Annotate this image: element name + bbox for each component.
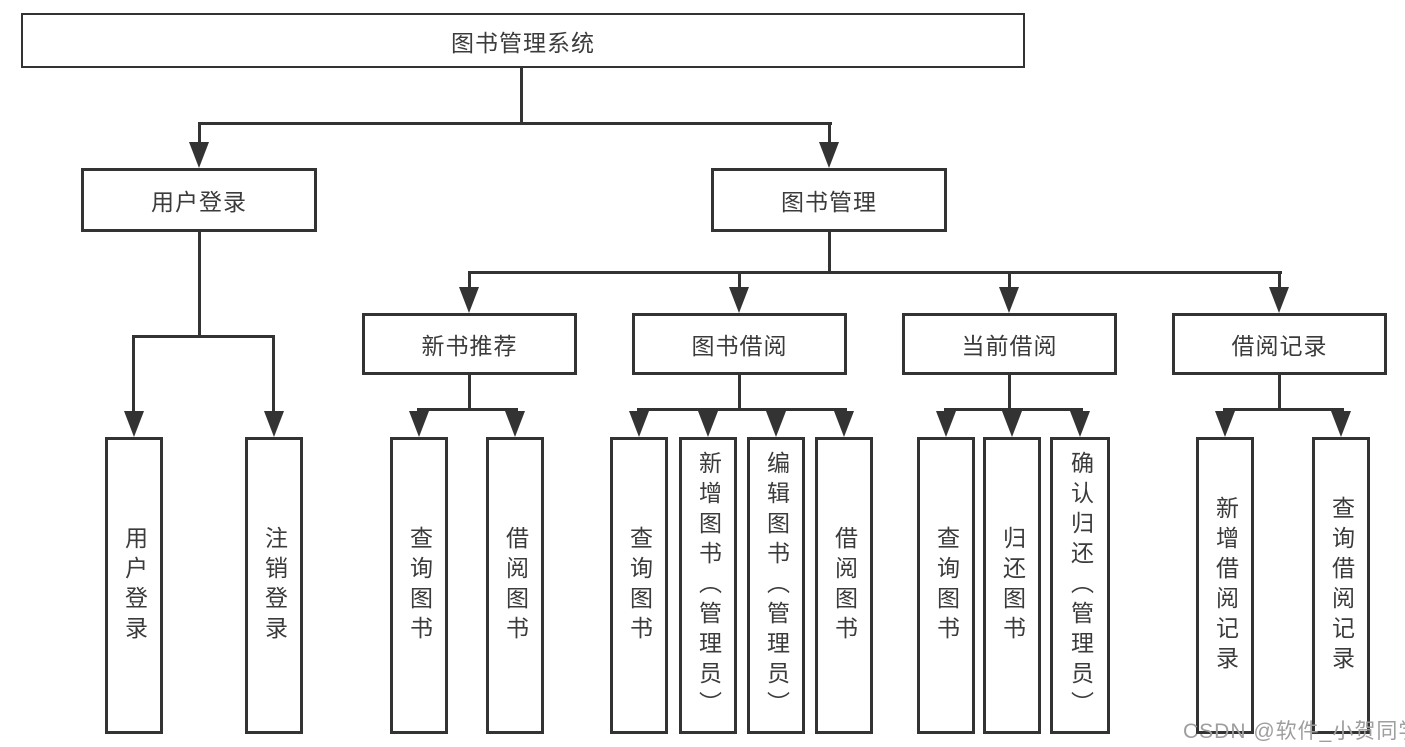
watermark: CSDN @软件_小贺同学 <box>1183 720 1405 743</box>
connector-line <box>944 408 1083 411</box>
connector-line <box>198 122 832 125</box>
connector-line <box>132 335 135 413</box>
arrowhead-down-icon <box>1002 411 1022 437</box>
arrowhead-down-icon <box>409 411 429 437</box>
connector-line <box>1008 375 1011 411</box>
leaf-query-books-borrow: 查询图书 <box>610 437 668 734</box>
arrowhead-down-icon <box>1215 411 1235 437</box>
arrowhead-down-icon <box>766 411 786 437</box>
arrowhead-down-icon <box>629 411 649 437</box>
arrowhead-down-icon <box>936 411 956 437</box>
leaf-add-borrow-record: 新增借阅记录 <box>1196 437 1254 734</box>
leaf-confirm-return-admin: 确认归还（管理员） <box>1050 437 1110 734</box>
leaf-label: 查询图书 <box>933 525 960 646</box>
node-label: 借阅记录 <box>1231 333 1328 359</box>
connector-line <box>272 335 275 413</box>
connector-line <box>198 232 201 338</box>
leaf-label: 注销登录 <box>261 525 288 646</box>
connector-line <box>132 335 275 338</box>
node-current-borrowing: 当前借阅 <box>902 313 1117 375</box>
arrowhead-down-icon <box>189 142 209 168</box>
node-label: 图书借阅 <box>691 333 788 359</box>
arrowhead-down-icon <box>124 411 144 437</box>
connector-line <box>828 232 831 274</box>
node-library-management-system: 图书管理系统 <box>21 13 1025 68</box>
arrowhead-down-icon <box>698 411 718 437</box>
connector-line <box>468 271 1282 274</box>
leaf-borrow-books-recommend: 借阅图书 <box>486 437 544 734</box>
leaf-add-books-admin: 新增图书（管理员） <box>679 437 737 734</box>
leaf-label: 新增图书（管理员） <box>695 450 722 721</box>
leaf-label: 查询借阅记录 <box>1328 495 1355 676</box>
node-label: 图书管理系统 <box>451 29 595 56</box>
arrowhead-down-icon <box>819 142 839 168</box>
arrowhead-down-icon <box>1269 287 1289 313</box>
connector-line <box>198 122 201 144</box>
connector-line <box>1223 408 1344 411</box>
node-new-book-recommendation: 新书推荐 <box>362 313 577 375</box>
node-book-management: 图书管理 <box>711 168 947 232</box>
leaf-return-books: 归还图书 <box>983 437 1041 734</box>
arrowhead-down-icon <box>459 287 479 313</box>
node-label: 新书推荐 <box>421 333 518 359</box>
leaf-label: 编辑图书（管理员） <box>763 450 790 721</box>
leaf-query-books-current: 查询图书 <box>917 437 975 734</box>
connector-line <box>468 271 471 291</box>
connector-line <box>1278 375 1281 411</box>
leaf-borrow-books: 借阅图书 <box>815 437 873 734</box>
leaf-edit-books-admin: 编辑图书（管理员） <box>747 437 805 734</box>
leaf-query-books-recommend: 查询图书 <box>390 437 448 734</box>
leaf-logout: 注销登录 <box>245 437 303 734</box>
node-label: 当前借阅 <box>961 333 1058 359</box>
connector-line <box>1008 271 1011 291</box>
leaf-user-login: 用户登录 <box>105 437 163 734</box>
arrowhead-down-icon <box>1070 411 1090 437</box>
arrowhead-down-icon <box>834 411 854 437</box>
leaf-query-borrow-record: 查询借阅记录 <box>1312 437 1370 734</box>
connector-line <box>738 271 741 291</box>
node-book-borrowing: 图书借阅 <box>632 313 847 375</box>
leaf-label: 借阅图书 <box>831 525 858 646</box>
arrowhead-down-icon <box>729 287 749 313</box>
node-user-login: 用户登录 <box>81 168 317 232</box>
connector-line <box>417 408 518 411</box>
leaf-label: 查询图书 <box>626 525 653 646</box>
leaf-label: 用户登录 <box>121 525 148 646</box>
leaf-label: 借阅图书 <box>502 525 529 646</box>
leaf-label: 确认归还（管理员） <box>1067 450 1094 721</box>
arrowhead-down-icon <box>999 287 1019 313</box>
node-label: 图书管理 <box>781 189 877 215</box>
node-borrowing-records: 借阅记录 <box>1172 313 1387 375</box>
connector-line <box>1278 271 1281 291</box>
leaf-label: 归还图书 <box>999 525 1026 646</box>
leaf-label: 查询图书 <box>406 525 433 646</box>
connector-line <box>738 375 741 411</box>
connector-line <box>828 122 831 144</box>
connector-line <box>520 68 523 124</box>
arrowhead-down-icon <box>505 411 525 437</box>
connector-line <box>468 375 471 411</box>
node-label: 用户登录 <box>151 189 247 215</box>
connector-line <box>637 408 847 411</box>
arrowhead-down-icon <box>1331 411 1351 437</box>
arrowhead-down-icon <box>264 411 284 437</box>
leaf-label: 新增借阅记录 <box>1212 495 1239 676</box>
